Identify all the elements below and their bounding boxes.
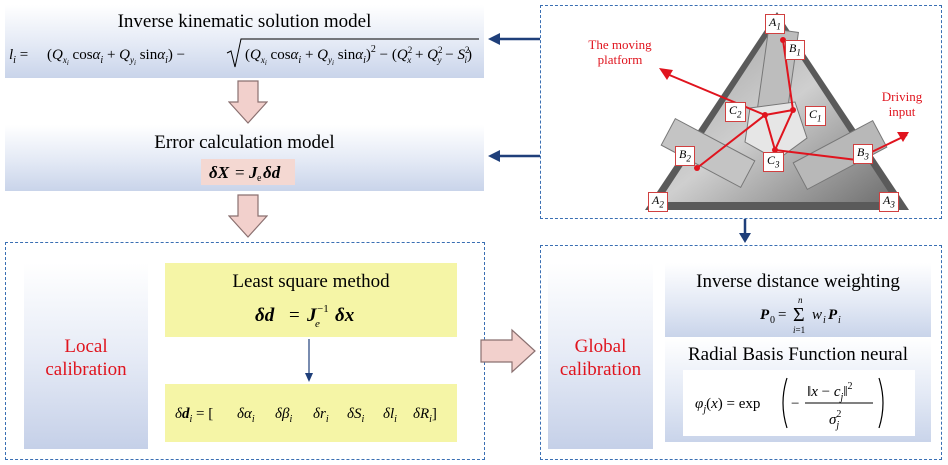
- global-calibration-panel: Global calibration: [548, 263, 653, 449]
- photo-to-global-arrow: [739, 219, 751, 243]
- svg-text:φj(x) = exp: φj(x) = exp: [695, 396, 760, 415]
- svg-text:=: =: [778, 307, 786, 323]
- svg-text:δd: δd: [255, 305, 275, 326]
- idw-title: Inverse distance weighting: [696, 271, 900, 292]
- svg-text:σ2j: σ2j: [829, 409, 841, 431]
- svg-text:δd: δd: [263, 163, 281, 182]
- svg-text:(Qxi cosαi + Qyi sinαi)2 − (Q2: (Qxi cosαi + Qyi sinαi)2 − (Q2x + Q2y − …: [245, 44, 472, 67]
- least-square-box: Least square method δd = J e −1 δx: [165, 263, 457, 337]
- local-calibration-panel: Local calibration: [24, 263, 148, 449]
- inverse-kinematic-model-box: Inverse kinematic solution model li = (Q…: [5, 5, 484, 78]
- svg-text:J: J: [306, 305, 317, 326]
- svg-text:i: i: [838, 315, 841, 326]
- local-calibration-label-line1: Local: [64, 336, 108, 357]
- label-C3: C3: [763, 152, 784, 173]
- photo-to-error-arrow: [488, 150, 540, 162]
- error-calculation-equation: δX = J e δd: [201, 159, 295, 185]
- moving-platform-line1: The moving: [588, 37, 652, 52]
- global-calibration-label: Global calibration: [548, 335, 653, 381]
- svg-text:J: J: [248, 163, 258, 182]
- svg-text:li =: li =: [9, 47, 28, 66]
- svg-text:P: P: [828, 307, 838, 323]
- down-arrow-2: [228, 194, 268, 238]
- error-equation-svg: δX = J e δd: [209, 163, 281, 184]
- parameter-error-equation: δdi = [ δαi δβi δri δSi δli δRi]: [175, 406, 437, 425]
- svg-text:δx: δx: [335, 305, 355, 326]
- global-calibration-label-line1: Global: [574, 336, 627, 357]
- svg-text:δX: δX: [209, 163, 230, 182]
- svg-text:δSi: δSi: [347, 406, 364, 425]
- svg-text:δRi]: δRi]: [413, 406, 437, 425]
- down-arrow-1: [228, 80, 268, 124]
- error-calculation-model-box: Error calculation model δX = J e δd: [5, 125, 484, 191]
- photo-to-inverse-arrow: [488, 33, 540, 45]
- svg-text:−: −: [791, 396, 799, 412]
- driving-input-label: Driving input: [870, 89, 934, 119]
- label-C2: C2: [725, 102, 746, 123]
- driving-input-line2: input: [888, 104, 916, 119]
- photo-container: [540, 5, 942, 219]
- right-arrow: [480, 328, 536, 374]
- error-calculation-model-title: Error calculation model: [154, 132, 335, 153]
- global-calibration-container: [540, 245, 942, 460]
- svg-text:δdi = [: δdi = [: [175, 406, 213, 425]
- svg-text:Σ: Σ: [793, 304, 805, 326]
- moving-platform-line2: platform: [597, 52, 643, 67]
- svg-text:=: =: [235, 163, 245, 182]
- rbf-title: Radial Basis Function neural: [687, 344, 909, 365]
- svg-text:e: e: [315, 318, 320, 329]
- svg-text:w: w: [812, 307, 822, 323]
- svg-text:P: P: [760, 307, 770, 323]
- svg-text:δαi: δαi: [237, 406, 255, 425]
- svg-text:‖x − cj‖2: ‖x − cj‖2: [807, 381, 853, 403]
- svg-text:e: e: [257, 173, 262, 184]
- label-B2: B2: [675, 146, 695, 167]
- label-A3: A3: [879, 192, 899, 213]
- local-calibration-label: Local calibration: [24, 335, 148, 381]
- svg-text:δβi: δβi: [275, 406, 292, 425]
- svg-text:i=1: i=1: [793, 325, 805, 335]
- inverse-kinematic-equation: li = (Qxi cosαi + Qyi sinαi) − (Qxi cosα…: [9, 35, 481, 75]
- parameter-error-box: δdi = [ δαi δβi δri δSi δli δRi]: [165, 384, 457, 442]
- idw-equation: P 0 = Σ n i=1 w i P i: [760, 295, 841, 335]
- least-square-equation: δd = J e −1 δx: [255, 303, 355, 329]
- label-B1: B1: [785, 40, 805, 61]
- local-calibration-label-line2: calibration: [45, 359, 127, 380]
- global-calibration-label-line2: calibration: [559, 359, 642, 380]
- inverse-kinematic-model-title: Inverse kinematic solution model: [117, 11, 372, 32]
- inverse-kinematic-equation-svg: li = (Qxi cosαi + Qyi sinαi) − (Qxi cosα…: [9, 38, 479, 68]
- svg-text:i: i: [823, 315, 826, 326]
- label-A1: A1: [765, 14, 785, 35]
- rbf-box: Radial Basis Function neural φj(x) = exp…: [665, 338, 931, 442]
- label-A2: A2: [648, 192, 668, 213]
- svg-text:−1: −1: [317, 303, 329, 315]
- mechanism-photo: A1 B1 C1 C2 B2 C3 B3 A2 A3: [645, 10, 910, 213]
- driving-input-line1: Driving: [881, 89, 923, 104]
- svg-text:(Qxi cosαi + Qyi sinαi) −: (Qxi cosαi + Qyi sinαi) −: [47, 47, 185, 67]
- svg-text:δli: δli: [383, 406, 397, 425]
- svg-text:=: =: [289, 305, 300, 326]
- svg-text:n: n: [798, 295, 803, 305]
- label-C1: C1: [805, 106, 826, 127]
- least-square-title: Least square method: [232, 271, 390, 292]
- local-flow-arrow: [305, 339, 313, 382]
- idw-box: Inverse distance weighting P 0 = Σ n i=1…: [665, 263, 931, 337]
- moving-platform-label: The moving platform: [580, 37, 660, 67]
- svg-text:0: 0: [770, 315, 775, 326]
- svg-text:δri: δri: [313, 406, 329, 425]
- label-B3: B3: [853, 144, 873, 165]
- mechanism-photo-drawing: [645, 12, 909, 210]
